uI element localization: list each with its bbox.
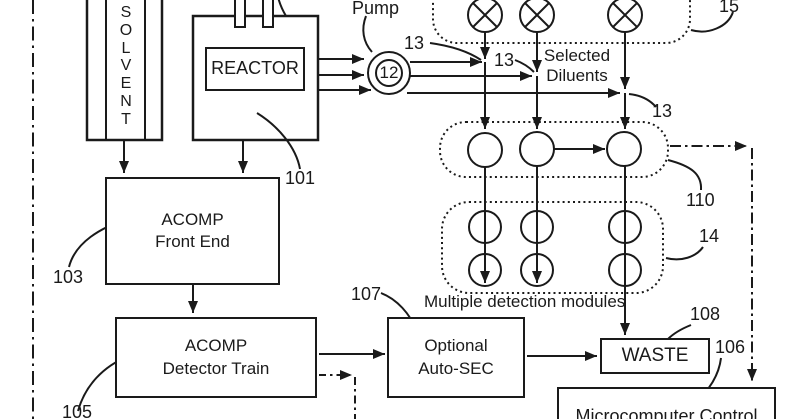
- detection-module-icon: [468, 253, 502, 287]
- mixing-chamber-icon: [519, 131, 555, 167]
- ref-14: 14: [699, 226, 720, 246]
- microcomputer-control-box: Microcomputer Control: [557, 387, 776, 419]
- ref-106: 106: [715, 337, 746, 357]
- ref-15: 15: [719, 0, 740, 16]
- pump-id: 12: [379, 63, 399, 82]
- detection-module-icon: [520, 253, 554, 287]
- reactor-label: REACTOR: [211, 58, 299, 79]
- detection-module-icon: [520, 210, 554, 244]
- mixing-chamber-icon: [606, 131, 642, 167]
- detection-bank-enclosure: [441, 201, 664, 294]
- acomp-detector-train-box: ACOMP Detector Train: [115, 317, 317, 398]
- ref-101: 101: [285, 168, 316, 188]
- mixing-chamber-icon: [467, 132, 503, 168]
- acomp-detector-train-label: ACOMP Detector Train: [162, 336, 270, 378]
- selected-diluents-caption: Selected Diluents: [543, 46, 611, 85]
- ref101-leader: [256, 112, 301, 170]
- ref14-leader: [665, 246, 704, 261]
- pump-leader: [362, 15, 373, 53]
- ref-110: 110: [686, 190, 715, 210]
- reactor-inlet-tubes: [234, 0, 274, 28]
- detection-module-icons: [468, 210, 642, 287]
- multiple-detection-caption: Multiple detection modules: [424, 292, 626, 311]
- ref110-leader: [667, 159, 703, 191]
- detection-module-icon: [468, 210, 502, 244]
- pump-icon: [367, 51, 411, 95]
- mixing-chamber-icons: [467, 131, 642, 168]
- valve-icon: [519, 0, 555, 33]
- ref13b-leader: [514, 59, 535, 73]
- detection-module-icon: [608, 253, 642, 287]
- optional-auto-sec-label: Optional Auto-SEC: [418, 336, 494, 378]
- waste-label: WASTE: [621, 344, 689, 366]
- ref108-leader: [667, 324, 692, 340]
- flow-arrows: [119, 32, 630, 361]
- valve-icon: [607, 0, 643, 33]
- microcomputer-control-label: Microcomputer Control: [575, 406, 758, 419]
- ref-108: 108: [690, 304, 721, 324]
- acomp-front-end-label: ACOMP Front End: [155, 209, 230, 251]
- cutoff-leader-line: [277, 0, 287, 17]
- detection-module-icon: [608, 210, 642, 244]
- ref13c-leader: [628, 93, 657, 108]
- ref-13-first: 13: [404, 33, 425, 53]
- pump-caption: Pump: [352, 0, 400, 18]
- reactor-vessel: [191, 14, 320, 142]
- optional-auto-sec-box: Optional Auto-SEC: [387, 317, 525, 398]
- ref-107: 107: [351, 284, 382, 304]
- control-signal-lines: [319, 141, 757, 419]
- waste-box: WASTE: [600, 338, 710, 374]
- acomp-front-end-box: ACOMP Front End: [105, 177, 280, 285]
- reactor-box: REACTOR: [205, 47, 305, 91]
- ref-13-third: 13: [652, 101, 673, 121]
- valve-icon: [467, 0, 503, 33]
- solvent-label: S O L V E N T: [119, 4, 133, 128]
- ref-103: 103: [53, 267, 84, 287]
- valve-icons: [467, 0, 643, 33]
- ref15-leader: [690, 11, 734, 33]
- ref-105: 105: [62, 402, 93, 419]
- ref13a-leader: [429, 42, 482, 61]
- ref-13-second: 13: [494, 50, 515, 70]
